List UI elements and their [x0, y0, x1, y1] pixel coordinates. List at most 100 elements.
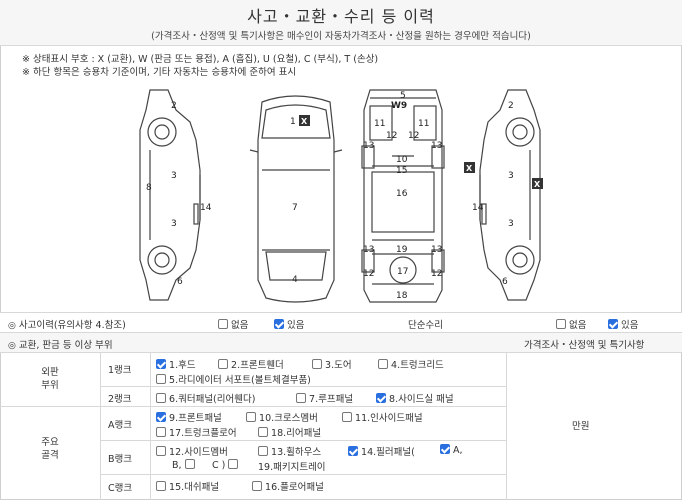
part-pillar-panel[interactable]: 14.필러패널( — [348, 444, 415, 458]
page-title: 사고・교환・수리 등 이력 — [247, 7, 435, 26]
simple-repair-yes-option[interactable]: 있음 — [608, 317, 639, 331]
part-side-sill[interactable]: 8.사이드실 패널 — [376, 391, 454, 405]
top-view — [249, 95, 343, 303]
left-label-6: 6 — [177, 277, 183, 287]
top-label-4: 4 — [292, 275, 298, 285]
part-hood[interactable]: 1.후드 — [156, 357, 196, 371]
simple-repair-none-checkbox[interactable] — [556, 319, 566, 329]
frame-label-19: 19 — [396, 245, 408, 255]
left-label-3a: 3 — [171, 171, 177, 181]
replacement-header-row: ◎ 교환, 판금 등 이상 부위 가격조사・산정액 및 특기사항 — [0, 332, 682, 352]
frame-label-13a: 13 — [363, 141, 374, 151]
hood-checkbox[interactable] — [156, 359, 166, 369]
part-radiator-support[interactable]: 5.라디에이터 서포트(볼트체결부품) — [156, 372, 311, 386]
part-package-tray[interactable]: 19.패키지트레이 — [258, 462, 326, 473]
left-label-8: 8 — [146, 183, 152, 193]
part-inside-panel[interactable]: 11.인사이드패널 — [342, 410, 423, 424]
simple-repair-none-option[interactable]: 없음 — [556, 317, 587, 331]
cross-member-checkbox[interactable] — [246, 412, 256, 422]
part-trunk-floor[interactable]: 17.트렁크플로어 — [156, 425, 237, 439]
parts-grid: 외판 부위 주요 골격 만원 1랭크 2랭크 A랭크 B랭크 C랭크 1.후드 … — [0, 352, 682, 500]
floor-panel-checkbox[interactable] — [252, 481, 262, 491]
accident-none-checkbox[interactable] — [218, 319, 228, 329]
frame-label-10: 10 — [396, 155, 408, 165]
rank-c: C랭크 — [108, 483, 133, 494]
pillar-c-checkbox[interactable] — [228, 459, 239, 469]
right-label-3b: 3 — [508, 219, 514, 229]
part-door[interactable]: 3.도어 — [312, 357, 352, 371]
part-front-fender[interactable]: 2.프론트휀더 — [218, 357, 284, 371]
frame-label-17: 17 — [397, 267, 408, 277]
section-exterior: 외판 부위 — [41, 367, 59, 391]
mark-box-right-a — [464, 162, 475, 173]
legend-note: ※ 하단 항목은 승용차 기준이며, 기타 자동차는 승용차에 준하여 표시 — [22, 67, 297, 78]
frame-label-16: 16 — [396, 189, 408, 199]
part-wheel-house[interactable]: 13.휠하우스 — [258, 444, 321, 458]
pillar-panel-checkbox[interactable] — [348, 446, 358, 456]
frame-label-13c: 13 — [363, 245, 374, 255]
front-panel-checkbox[interactable] — [156, 412, 166, 422]
pillar-b-checkbox[interactable] — [184, 459, 195, 469]
left-label-14: 14 — [200, 203, 212, 213]
accident-yes-checkbox[interactable] — [274, 319, 284, 329]
trunk-floor-checkbox[interactable] — [156, 427, 166, 437]
quarter-panel-checkbox[interactable] — [156, 393, 166, 403]
frame-label-13d: 13 — [431, 245, 442, 255]
part-rear-panel[interactable]: 18.리어패널 — [258, 425, 321, 439]
page-subtitle: (가격조사・산정액 및 특기사항은 매수인이 자동차가격조사・산정을 원하는 경… — [151, 31, 531, 42]
pillar-a-checkbox[interactable] — [440, 444, 450, 454]
front-fender-checkbox[interactable] — [218, 359, 228, 369]
car-diagram: 2 3 3 6 8 14 1 X 7 4 5 W9 11 11 12 12 13… — [0, 80, 682, 312]
price-unit: 만원 — [572, 421, 590, 432]
frame-label-11b: 11 — [418, 119, 429, 129]
right-label-3a: 3 — [508, 171, 514, 181]
part-cross-member[interactable]: 10.크로스멤버 — [246, 410, 318, 424]
part-side-member[interactable]: 12.사이드멤버 — [156, 444, 228, 458]
legend-status-codes: ※ 상태표시 부호 : X (교환), W (판금 또는 용접), A (흠집)… — [22, 54, 379, 65]
part-pillar-b[interactable]: B, — [172, 459, 195, 471]
dash-panel-checkbox[interactable] — [156, 481, 166, 491]
simple-repair-yes-checkbox[interactable] — [608, 319, 618, 329]
rear-panel-checkbox[interactable] — [258, 427, 268, 437]
frame-label-12d: 12 — [431, 269, 442, 279]
frame-label-11a: 11 — [374, 119, 385, 129]
frame-label-12c: 12 — [363, 269, 374, 279]
part-quarter-panel[interactable]: 6.쿼터패널(리어휀다) — [156, 391, 255, 405]
part-trunk-lid[interactable]: 4.트렁크리드 — [378, 357, 444, 371]
mark-box-hood — [299, 115, 310, 126]
part-pillar-c[interactable]: C ) — [212, 459, 239, 471]
right-label-14: 14 — [472, 203, 484, 213]
simple-repair-label: 단순수리 — [408, 320, 443, 331]
accident-yes-option[interactable]: 있음 — [274, 317, 305, 331]
mark-right-a: X — [466, 164, 473, 173]
part-pillar-a[interactable]: A, — [440, 444, 463, 456]
frame-view — [361, 89, 445, 303]
left-side-view — [139, 89, 201, 301]
left-label-3b: 3 — [171, 219, 177, 229]
top-label-1: 1 — [290, 117, 296, 127]
mark-box-right-b — [532, 178, 543, 189]
price-header: 가격조사・산정액 및 특기사항 — [524, 340, 645, 351]
rank-a: A랭크 — [108, 420, 132, 431]
trunk-lid-checkbox[interactable] — [378, 359, 388, 369]
rank-b: B랭크 — [108, 454, 132, 465]
frame-label-w9: W9 — [391, 101, 407, 111]
door-checkbox[interactable] — [312, 359, 322, 369]
part-front-panel[interactable]: 9.프론트패널 — [156, 410, 222, 424]
part-dash-panel[interactable]: 15.대쉬패널 — [156, 479, 219, 493]
accident-history-label: ◎ 사고이력(유의사항 4.참조) — [8, 320, 126, 331]
right-side-view — [479, 89, 541, 301]
info-icon: ◎ — [8, 341, 16, 351]
part-floor-panel[interactable]: 16.플로어패널 — [252, 479, 324, 493]
right-label-6: 6 — [502, 277, 508, 287]
roof-panel-checkbox[interactable] — [296, 393, 306, 403]
wheel-house-checkbox[interactable] — [258, 446, 268, 456]
left-label-2: 2 — [171, 101, 177, 111]
side-sill-checkbox[interactable] — [376, 393, 386, 403]
radiator-support-checkbox[interactable] — [156, 374, 166, 384]
accident-none-option[interactable]: 없음 — [218, 317, 249, 331]
inside-panel-checkbox[interactable] — [342, 412, 352, 422]
side-member-checkbox[interactable] — [156, 446, 166, 456]
part-roof-panel[interactable]: 7.루프패널 — [296, 391, 353, 405]
rank-2: 2랭크 — [108, 394, 132, 405]
